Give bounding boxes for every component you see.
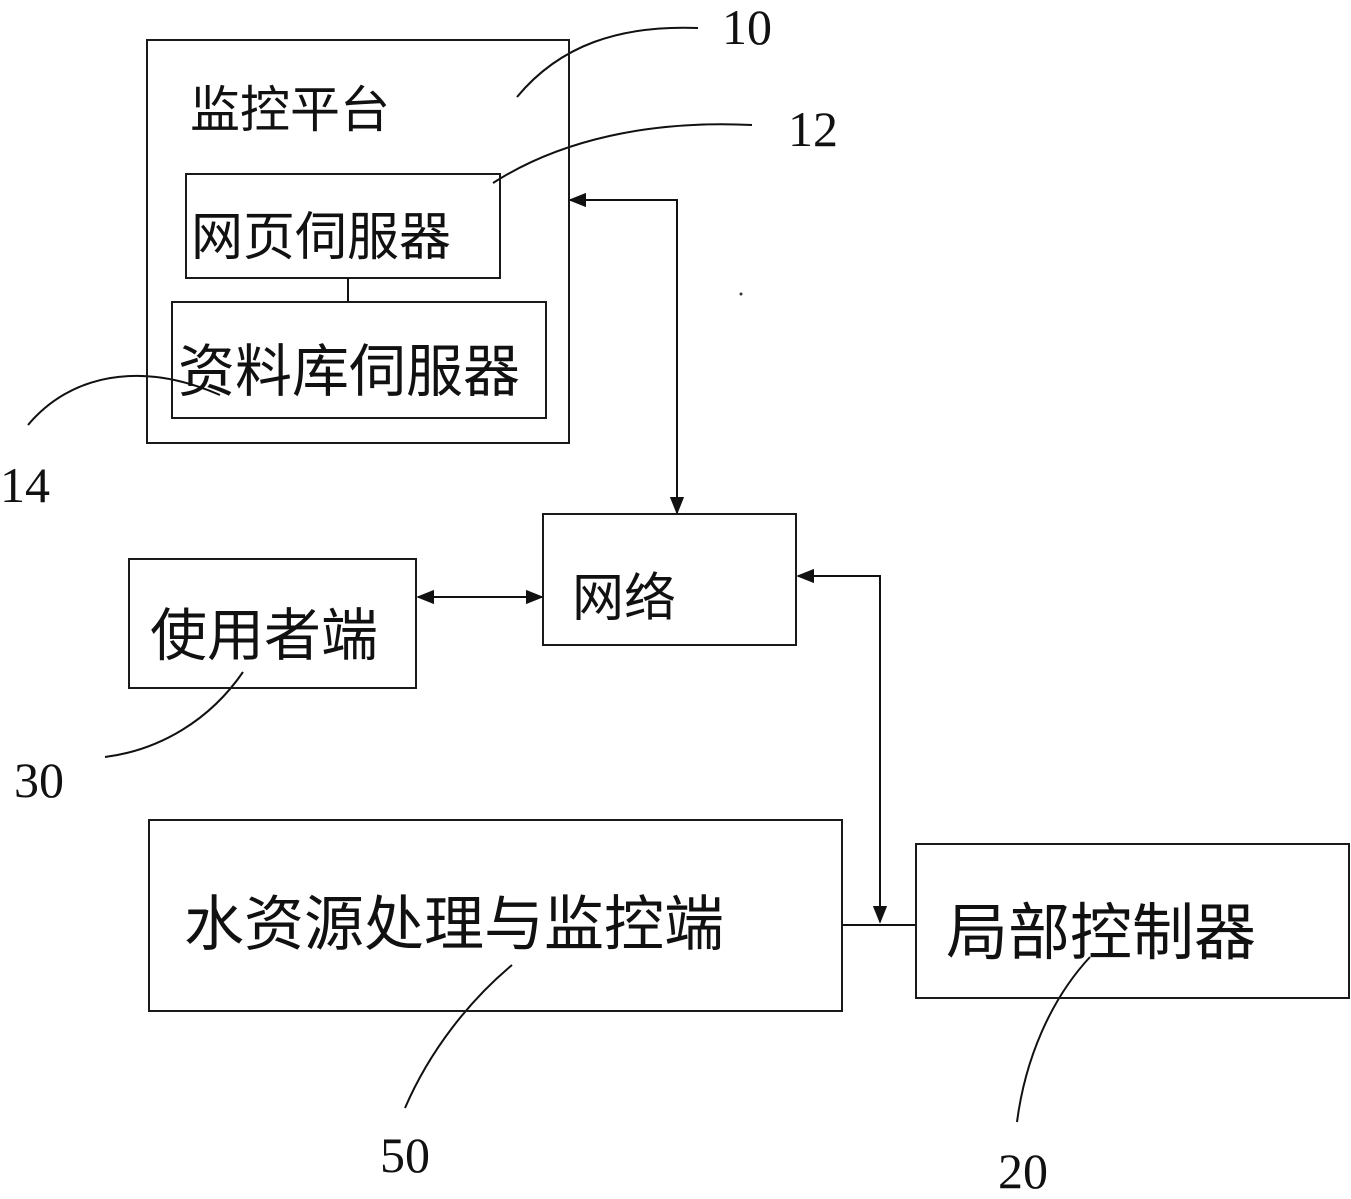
ref-numeral-10: 10 — [722, 0, 772, 55]
user-end-block — [128, 558, 417, 689]
leader-50 — [404, 964, 513, 1109]
leader-10 — [516, 26, 699, 98]
leader-12 — [492, 123, 753, 184]
local-controller-label: 局部控制器 — [946, 896, 1257, 969]
leader-14 — [27, 375, 221, 426]
ref-numeral-50: 50 — [380, 1127, 430, 1183]
platform-network-connector — [568, 192, 685, 515]
ref-numeral-12: 12 — [788, 101, 838, 157]
network-controller-connector — [796, 568, 888, 924]
monitor-platform-label: 监控平台 — [190, 81, 390, 139]
water-station-block — [148, 819, 843, 1012]
water-station-label: 水资源处理与监控端 — [184, 890, 724, 960]
database-server-block — [171, 301, 547, 419]
local-controller-block — [915, 843, 1350, 999]
database-server-label: 资料库伺服器 — [178, 339, 520, 405]
ref-numeral-14: 14 — [0, 457, 50, 513]
ref-numeral-20: 20 — [998, 1143, 1048, 1199]
network-label: 网络 — [572, 569, 677, 629]
user-end-label: 使用者端 — [150, 603, 378, 669]
network-block — [542, 513, 797, 646]
web-server-label: 网页伺服器 — [191, 208, 452, 268]
monitor-platform-block — [146, 39, 570, 444]
stray-dot — [739, 292, 743, 296]
leader-20 — [1016, 956, 1091, 1123]
web-server-block — [185, 173, 501, 279]
ref-numeral-30: 30 — [14, 752, 64, 808]
